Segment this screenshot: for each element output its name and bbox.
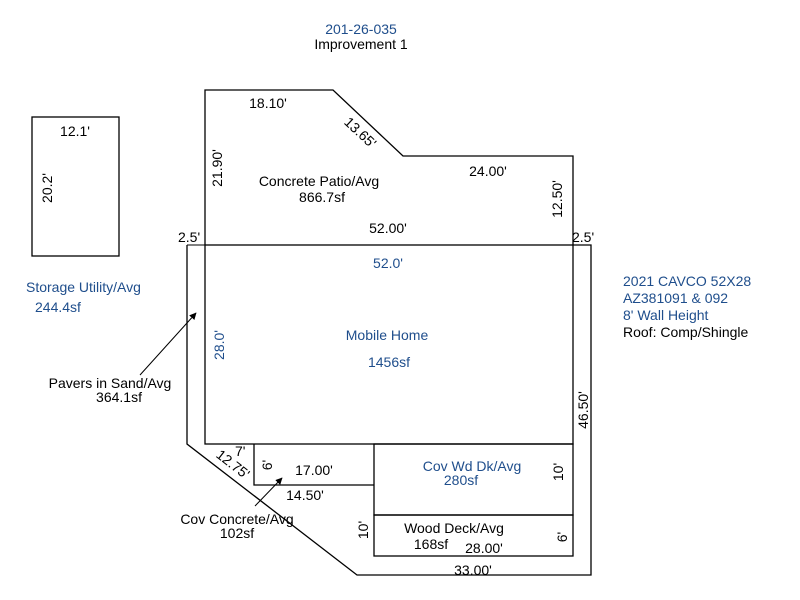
patio-left-dim: 21.90' <box>209 149 225 187</box>
pavers-bottom-mid-dim: 14.50' <box>286 487 324 503</box>
pavers-left-offset-dim: 2.5' <box>178 229 200 245</box>
storage-utility-area: 244.4sf <box>35 299 81 315</box>
pavers-area: 364.1sf <box>96 389 142 405</box>
mobile-home-area: 1456sf <box>368 354 410 370</box>
wood-deck-height-dim: 6' <box>554 532 570 542</box>
cov-wood-deck-height-dim: 10' <box>550 463 566 481</box>
cov-concrete-area: 102sf <box>220 525 254 541</box>
storage-width-dim: 12.1' <box>60 123 90 139</box>
wood-deck-width-dim: 28.00' <box>465 540 503 556</box>
mobile-home-outline <box>204 244 574 445</box>
pavers-bottom-dim: 33.00' <box>454 562 492 578</box>
concrete-patio-label: Concrete Patio/Avg <box>259 173 379 189</box>
mobile-home-width-dim: 52.0' <box>373 255 403 271</box>
wood-deck-label: Wood Deck/Avg <box>404 520 504 536</box>
cov-concrete-label: Cov Concrete/Avg <box>180 511 293 527</box>
parcel-number: 201-26-035 <box>325 21 397 37</box>
cov-concrete-width-dim: 17.00' <box>295 462 333 478</box>
wood-deck-outline <box>373 514 574 557</box>
concrete-patio-outline <box>204 89 574 245</box>
pavers-leader-arrow <box>139 312 197 376</box>
patio-right-top-dim: 24.00' <box>469 163 507 179</box>
pavers-outline <box>186 244 592 576</box>
info-wall-height: 8' Wall Height <box>623 307 709 323</box>
improvement-title: Improvement 1 <box>314 36 408 52</box>
cov-concrete-outline <box>253 444 374 486</box>
cov-concrete-height-dim: 6' <box>259 460 275 470</box>
pavers-right-dim: 46.50' <box>575 391 591 429</box>
storage-height-dim: 20.2' <box>39 173 55 203</box>
cov-concrete-leader-arrow <box>254 477 283 507</box>
mobile-home-label: Mobile Home <box>346 327 429 343</box>
cov-wood-deck-label: Cov Wd Dk/Avg <box>423 458 522 474</box>
storage-utility-outline <box>31 116 120 257</box>
pavers-right-offset-dim: 2.5' <box>572 229 594 245</box>
pavers-label: Pavers in Sand/Avg <box>49 375 172 391</box>
patio-diagonal-dim: 13.65' <box>341 114 379 151</box>
pavers-bottom-left-dim: 10' <box>355 521 371 539</box>
patio-bottom-dim: 52.00' <box>369 220 407 236</box>
cov-wood-deck-area: 280sf <box>444 472 478 488</box>
info-roof: Roof: Comp/Shingle <box>623 324 749 340</box>
pavers-step-dim: 7' <box>235 443 245 459</box>
mobile-home-height-dim: 28.0' <box>211 330 227 360</box>
storage-utility-label: Storage Utility/Avg <box>26 279 141 295</box>
pavers-diagonal-dim: 12.75' <box>213 446 253 482</box>
patio-top-dim: 18.10' <box>249 95 287 111</box>
info-serial: AZ381091 & 092 <box>623 290 728 306</box>
patio-right-dim: 12.50' <box>549 180 565 218</box>
wood-deck-area: 168sf <box>414 536 448 552</box>
info-model: 2021 CAVCO 52X28 <box>623 273 751 289</box>
concrete-patio-area: 866.7sf <box>299 189 345 205</box>
